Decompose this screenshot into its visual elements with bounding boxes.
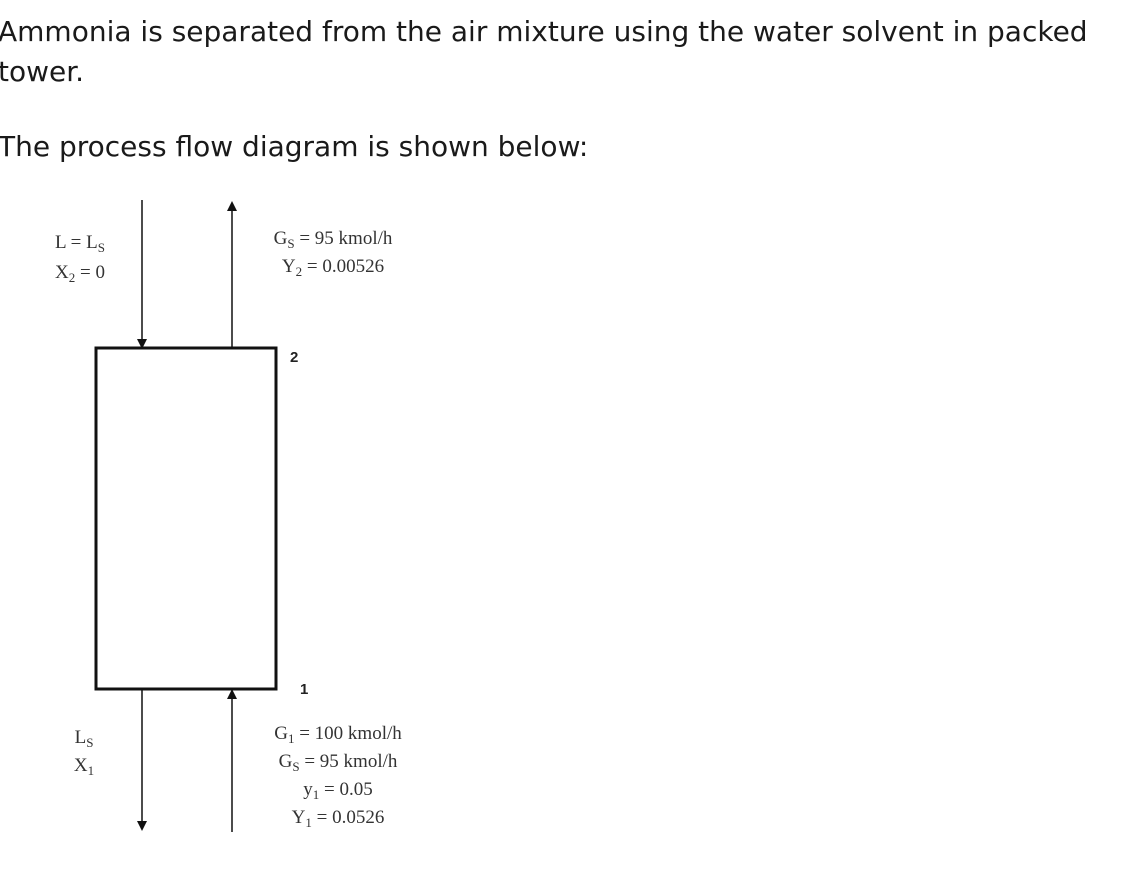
top-left-stream-label: L = LS xyxy=(55,232,105,255)
bottom-left-stream-label: LS xyxy=(75,727,94,750)
packed-tower xyxy=(94,346,278,691)
point-2-label: 2 xyxy=(290,349,298,366)
bottom-right-stream-label: G1 = 100 kmol/h xyxy=(274,723,402,746)
bottom-right-stream-label: y1 = 0.05 xyxy=(303,779,372,802)
bottom-right-stream-label: GS = 95 kmol/h xyxy=(279,751,398,774)
diagram-caption: The process flow diagram is shown below: xyxy=(0,130,589,163)
top-right-stream-label: Y2 = 0.00526 xyxy=(282,256,384,279)
intro-text: Ammonia is separated from the air mixtur… xyxy=(0,15,1088,88)
bottom-left-stream-label: X1 xyxy=(74,755,94,778)
point-1-label: 1 xyxy=(300,681,308,698)
top-left-stream-label: X2 = 0 xyxy=(55,262,105,285)
bottom-right-stream-label: Y1 = 0.0526 xyxy=(292,807,385,830)
top-right-stream-label: GS = 95 kmol/h xyxy=(274,228,393,251)
